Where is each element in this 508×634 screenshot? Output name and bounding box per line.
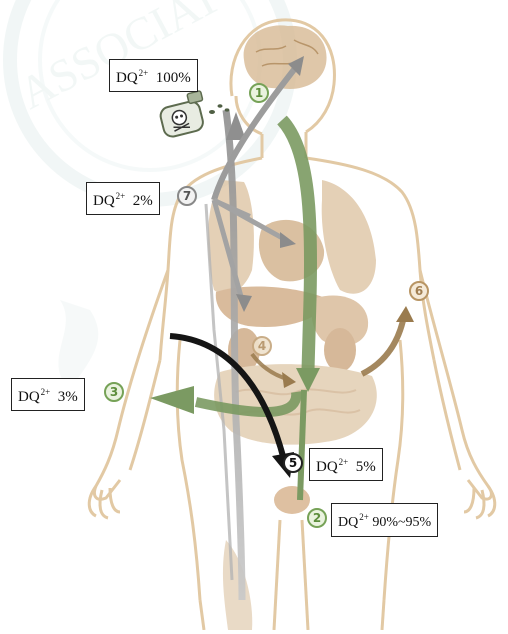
- label-value: 5%: [356, 459, 376, 475]
- label-value: 100%: [156, 70, 191, 86]
- marker-2: 2: [307, 508, 327, 528]
- human-body-outline: [89, 20, 495, 630]
- arrow-head-left: [150, 386, 194, 414]
- marker-3: 3: [104, 382, 124, 402]
- right-kidney: [324, 328, 356, 372]
- label-base: DQ: [18, 389, 40, 405]
- marker-6: 6: [409, 281, 429, 301]
- label-value: 2%: [133, 193, 153, 209]
- marker-1: 1: [249, 83, 269, 103]
- label-value: 90%~95%: [372, 515, 431, 530]
- label-base: DQ: [116, 70, 138, 86]
- label-base: DQ: [93, 193, 115, 209]
- label-base: DQ: [316, 459, 338, 475]
- bladder: [274, 486, 310, 514]
- label-charge: 2+: [116, 191, 126, 201]
- right-lung: [322, 180, 376, 294]
- label-urine-5: DQ2+ 5%: [309, 448, 383, 481]
- label-feces-3: DQ2+ 3%: [11, 378, 85, 411]
- thigh-muscle: [223, 540, 252, 630]
- label-base: DQ: [338, 515, 358, 530]
- label-lungs-2: DQ2+ 2%: [86, 182, 160, 215]
- label-excreted-90-95: DQ2+ 90%~95%: [331, 503, 438, 537]
- label-charge: 2+: [139, 68, 149, 78]
- label-value: 3%: [58, 389, 78, 405]
- poison-bottle-icon: [157, 91, 210, 139]
- label-charge: 2+: [339, 457, 349, 467]
- label-charge: 2+: [359, 512, 369, 522]
- marker-4: 4: [252, 336, 272, 356]
- marker-7: 7: [177, 186, 197, 206]
- label-charge: 2+: [41, 387, 51, 397]
- label-ingested-100: DQ2+ 100%: [109, 59, 198, 92]
- marker-5: 5: [283, 453, 303, 473]
